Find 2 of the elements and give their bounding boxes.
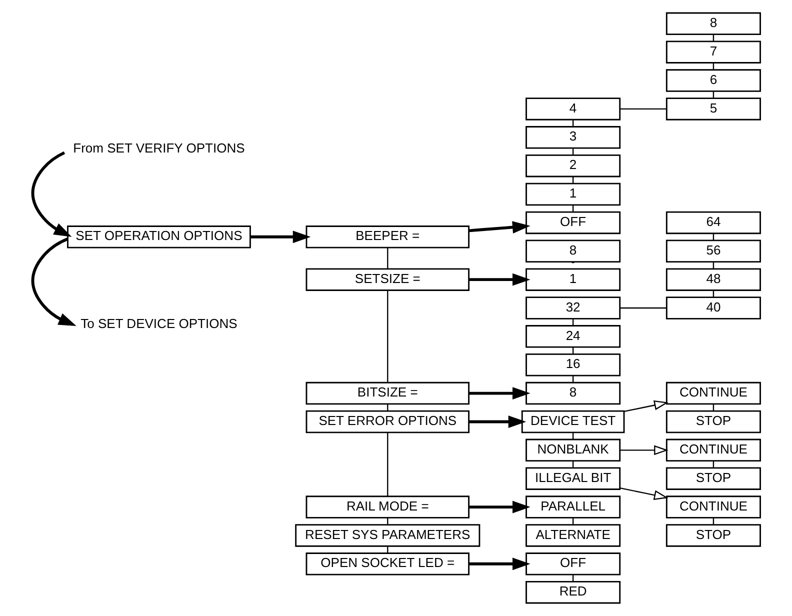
node-text: To SET DEVICE OPTIONS — [80, 316, 237, 331]
node-text: From SET VERIFY OPTIONS — [72, 140, 244, 156]
